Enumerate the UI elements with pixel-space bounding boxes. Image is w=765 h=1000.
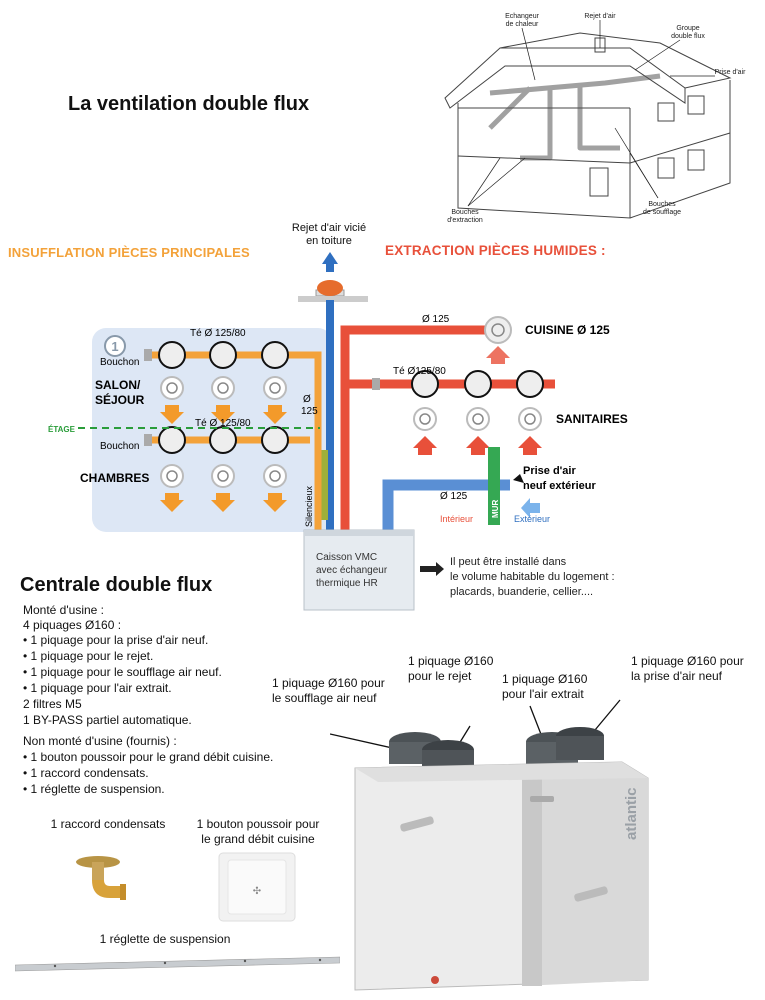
piquages-heading: 4 piquages Ø160 : [23,618,122,632]
monte-heading: Monté d'usine : [23,603,105,617]
svg-text:Bouchon: Bouchon [100,357,139,368]
svg-text:Té Ø125/80: Té Ø125/80 [393,366,446,377]
house-label-bouches-soufflage: Bouches [648,201,676,208]
monte-item: • 1 piquage pour la prise d'air neuf. [23,633,209,647]
bouton-poussoir-image: ✣ [218,852,296,922]
svg-text:Ø: Ø [303,394,311,405]
svg-text:CHAMBRES: CHAMBRES [80,471,149,485]
house-label-prise: Prise d'air [715,69,747,76]
non-monte-heading: Non monté d'usine (fournis) : [23,734,177,748]
cuisine-bouche [484,316,512,344]
extraction-arrows [413,346,542,455]
svg-text:CUISINE Ø 125: CUISINE Ø 125 [525,323,610,337]
page-title: La ventilation double flux [68,93,310,115]
extraction-title: EXTRACTION PIÈCES HUMIDES : [385,243,606,258]
svg-text:de chaleur: de chaleur [506,21,539,28]
svg-text:Bouchon: Bouchon [100,441,139,452]
svg-text:Ø 125: Ø 125 [422,314,450,325]
svg-text:Intérieur: Intérieur [440,514,473,524]
house-label-rejet: Rejet d'air [584,13,616,20]
raccord-condensats-image [76,856,126,900]
svg-text:125: 125 [301,406,318,417]
svg-text:Té Ø 125/80: Té Ø 125/80 [190,328,246,339]
svg-text:double flux: double flux [671,33,705,40]
house-illustration: Echangeur de chaleur Rejet d'air Groupe … [444,13,747,224]
svg-text:Silencieux: Silencieux [304,485,314,527]
svg-text:Ø 125: Ø 125 [440,491,468,502]
svg-text:Té Ø 125/80: Té Ø 125/80 [195,418,251,429]
filtres: 2 filtres M5 [23,697,82,711]
centrale-title: Centrale double flux [20,574,213,596]
svg-text:SANITAIRES: SANITAIRES [556,412,628,426]
svg-text:neuf extérieur: neuf extérieur [523,480,596,492]
mur [488,447,500,525]
monte-item: • 1 piquage pour le soufflage air neuf. [23,665,222,679]
svg-text:placards, buanderie, cellier..: placards, buanderie, cellier.... [450,586,593,598]
ventilation-schematic: 1 Silencieux [48,252,628,611]
house-label-bouches-extraction: Bouches [451,209,479,216]
monte-item: • 1 piquage pour le rejet. [23,649,154,663]
rejet-duct [326,300,334,535]
non-monte-item: • 1 réglette de suspension. [23,782,165,796]
svg-text:1: 1 [111,339,118,354]
svg-text:SALON/: SALON/ [95,378,141,392]
house-label-groupe: Groupe [676,25,699,32]
non-monte-item: • 1 raccord condensats. [23,766,149,780]
reglette-image [15,956,340,972]
prise-air-duct [382,479,510,540]
svg-text:thermique HR: thermique HR [316,578,378,589]
insufflation-diffusers [160,376,287,488]
roof-cap [317,280,343,296]
svg-text:Extérieur: Extérieur [514,514,550,524]
acc-reglette-label: 1 réglette de suspension [99,932,231,946]
bypass: 1 BY-PASS partiel automatique. [23,713,192,727]
svg-text:Il peut être installé dans: Il peut être installé dans [450,556,567,568]
svg-text:avec échangeur: avec échangeur [316,565,388,576]
rejet-arrow [322,252,338,272]
step-badge [104,335,126,357]
acc-raccord-label: 1 raccord condensats [50,817,166,831]
caisson-vmc [303,529,415,611]
svg-text:✣: ✣ [253,886,261,897]
svg-text:atlantic: atlantic [623,787,640,840]
tees-top [158,341,289,454]
svg-text:ÉTAGE: ÉTAGE [48,425,76,434]
svg-text:le volume habitable du logemen: le volume habitable du logement : [450,571,615,583]
centrale-unit-image: atlantic [330,699,649,991]
sanitaires-bouches [413,407,542,431]
svg-text:de soufflage: de soufflage [643,209,681,216]
svg-text:d'extraction: d'extraction [447,217,483,224]
svg-text:Prise d'air: Prise d'air [523,465,576,477]
svg-text:SÉJOUR: SÉJOUR [95,392,145,407]
insufflation-arrows [160,405,287,512]
insufflation-title: INSUFFLATION PIÈCES PRINCIPALES [8,245,250,260]
house-label-echangeur: Echangeur [505,13,540,20]
monte-item: • 1 piquage pour l'air extrait. [23,681,172,695]
svg-text:MUR: MUR [491,500,500,518]
svg-text:Caisson VMC: Caisson VMC [316,552,377,563]
non-monte-item: • 1 bouton poussoir pour le grand débit … [23,750,274,764]
